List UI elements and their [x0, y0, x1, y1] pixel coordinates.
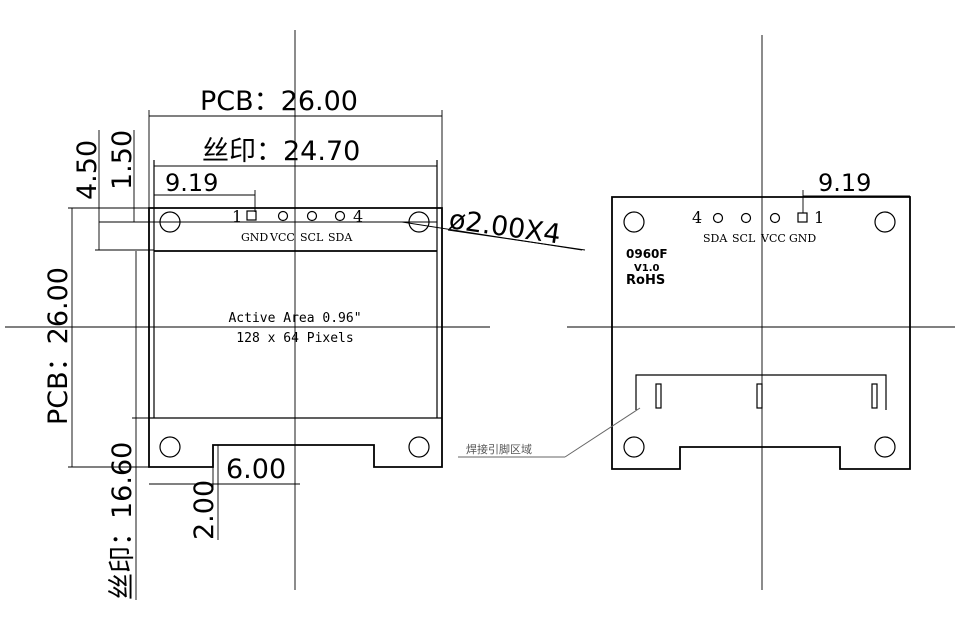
back-pin-4-pad — [712, 212, 724, 224]
top-margin-outer-label: 4.50 — [72, 140, 103, 200]
back-hole-bottom-left — [623, 436, 645, 458]
top-margin-inner-label: 1.50 — [107, 130, 138, 190]
front-view: 1 4 GND VCC SCL SDA Active Area 0.96" 12… — [5, 30, 586, 600]
back-hole-bottom-right — [874, 436, 896, 458]
pcb-height-label: PCB：26.00 — [43, 267, 74, 425]
front-pin-first-number: 1 — [232, 207, 242, 226]
back-pin-first-number: 1 — [814, 208, 824, 227]
back-pin-1-square-pad — [797, 212, 808, 223]
front-hole-bottom-left — [159, 436, 181, 458]
back-pin-3-pad — [740, 212, 752, 224]
front-active-area-size: Active Area 0.96" — [228, 311, 361, 326]
back-pin-offset-label: 9.19 — [818, 169, 871, 197]
pcb-width-label: PCB：26.00 — [200, 86, 358, 117]
back-solder-area-label: 焊接引脚区域 — [466, 442, 532, 456]
back-pin-2-pad — [769, 212, 781, 224]
silk-height-label: 丝印：16.60 — [107, 442, 138, 600]
front-pin-offset-label: 9.19 — [165, 169, 218, 197]
back-model-label: 0960F — [626, 247, 668, 261]
tab-depth-label: 2.00 — [189, 480, 220, 540]
back-view: 4 1 SDA SCL VCC GND 9.19 0960F V1.0 RoHS… — [458, 35, 955, 590]
front-pin-last-number: 4 — [353, 207, 363, 226]
hole-callout-label: ø2.00X4 — [447, 204, 563, 250]
front-pin-label-vcc: VCC — [269, 231, 295, 244]
back-pin-label-scl: SCL — [732, 232, 756, 245]
front-active-area-pixels: 128 x 64 Pixels — [236, 331, 353, 346]
silk-width-label: 丝印：24.70 — [202, 136, 360, 167]
front-pin-3-pad — [306, 210, 318, 222]
back-solder-area-outline — [635, 374, 887, 410]
front-pin-1-square-pad — [246, 210, 257, 221]
back-solder-tab-middle — [756, 383, 763, 409]
back-solder-area-leader — [564, 407, 641, 458]
back-hole-top-right — [874, 211, 896, 233]
front-pin-label-gnd: GND — [241, 231, 268, 244]
front-pin-2-pad — [277, 210, 289, 222]
front-hole-top-right — [408, 211, 430, 233]
tab-width-label: 6.00 — [226, 454, 286, 485]
back-pcb-outline — [611, 196, 911, 470]
back-version-label: V1.0 — [634, 263, 659, 274]
back-pin-label-sda: SDA — [703, 232, 728, 245]
back-pin-label-gnd: GND — [789, 232, 816, 245]
front-pin-4-pad — [334, 210, 346, 222]
back-rohs-label: RoHS — [626, 273, 665, 288]
back-solder-tab-left — [655, 383, 662, 409]
front-hole-bottom-right — [408, 436, 430, 458]
back-hole-top-left — [623, 211, 645, 233]
back-solder-tab-right — [871, 383, 878, 409]
back-pin-last-number: 4 — [692, 208, 702, 227]
back-pin-label-vcc: VCC — [760, 232, 786, 245]
front-pin-label-scl: SCL — [300, 231, 324, 244]
front-pin-label-sda: SDA — [328, 231, 353, 244]
front-pcb-outline — [148, 207, 443, 468]
hole-callout-underline — [447, 229, 586, 251]
